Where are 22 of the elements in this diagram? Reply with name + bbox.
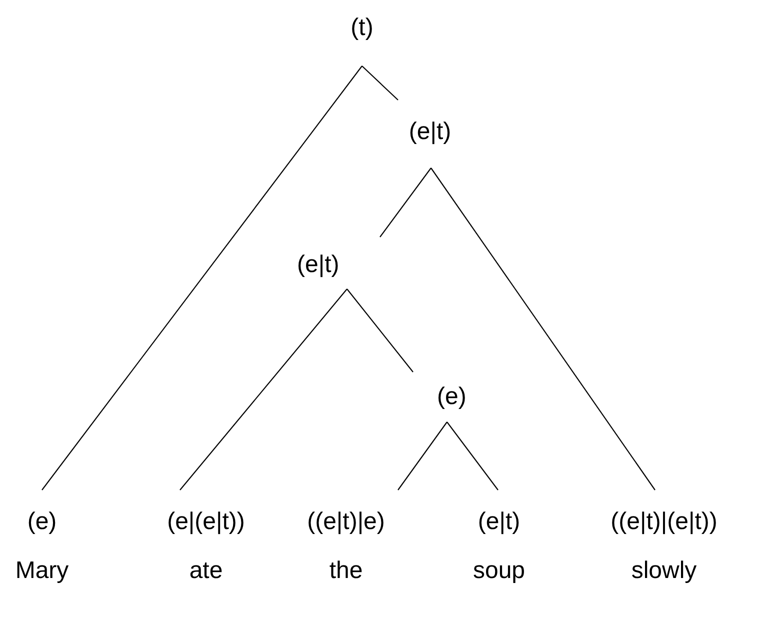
word-label: ate [189, 557, 223, 585]
type-label: (e) [437, 383, 466, 411]
tree-branch-line [446, 422, 498, 490]
type-label: (e|(e|t)) [167, 508, 245, 536]
word-label: slowly [631, 557, 697, 585]
type-label: (e|t) [408, 118, 452, 146]
word-label: Mary [15, 557, 69, 585]
word-label: soup [472, 557, 526, 585]
tree-branch-line [430, 168, 656, 490]
tree-branch-line [346, 288, 414, 372]
type-label: (e|t) [478, 508, 520, 536]
type-label: (e|t) [297, 251, 340, 279]
tree-branch-line [398, 422, 448, 490]
type-label: (t) [350, 14, 374, 42]
tree-branch-line [42, 66, 362, 490]
type-label: (e) [27, 508, 57, 536]
tree-branch-line [380, 168, 432, 238]
tree-branch-line [362, 66, 398, 100]
type-label: ((e|t)|e) [307, 508, 385, 536]
tree-branch-line [180, 288, 348, 490]
word-label: the [329, 557, 363, 585]
type-label: ((e|t)|(e|t)) [610, 508, 718, 536]
